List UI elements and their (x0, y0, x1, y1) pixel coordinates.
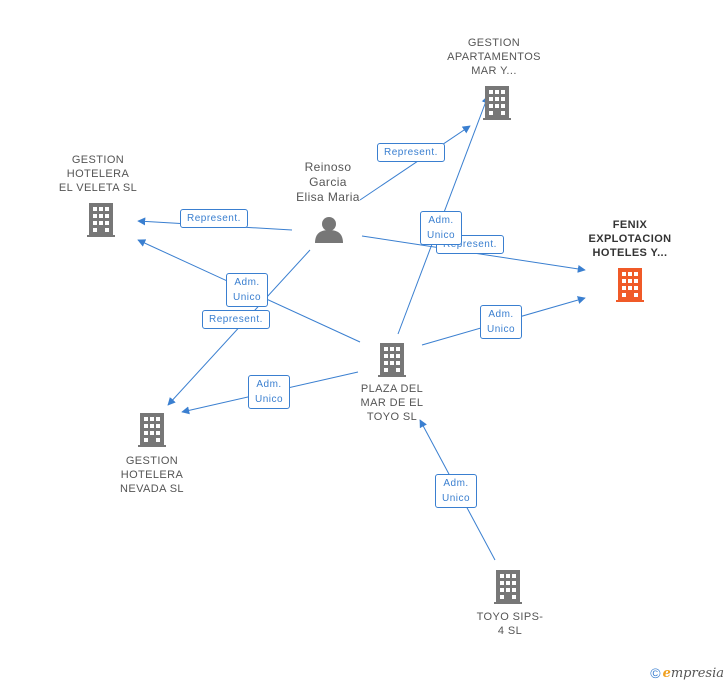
node-gestion-nevada-label[interactable]: GESTION HOTELERA NEVADA SL (120, 455, 184, 495)
building-icon[interactable] (378, 343, 406, 377)
footer-brand: © empresia (650, 665, 724, 681)
edge-label-adm-unico: Adm. Unico (226, 273, 269, 307)
building-icon[interactable] (616, 268, 644, 302)
person-icon[interactable] (315, 217, 343, 243)
building-icon[interactable] (494, 570, 522, 604)
edge-label-adm-unico: Adm. Unico (480, 305, 523, 339)
copyright-symbol: © (650, 665, 661, 681)
edge-label-adm-unico: Adm. Unico (420, 211, 463, 245)
node-plaza-label[interactable]: PLAZA DEL MAR DE EL TOYO SL (360, 383, 424, 423)
node-fenix-label[interactable]: FENIX EXPLOTACION HOTELES Y... (588, 219, 672, 259)
building-icon[interactable] (138, 413, 166, 447)
node-reinoso-label[interactable]: Reinoso Garcia Elisa Maria (296, 160, 360, 204)
edge-label-adm-unico: Adm. Unico (248, 375, 291, 409)
node-gestion-apartamentos-label[interactable]: GESTION APARTAMENTOS MAR Y... (447, 37, 541, 77)
edge-label-represent: Represent. (180, 209, 248, 228)
edge-reinoso-apartamentos (359, 125, 471, 201)
edge-label-represent: Represent. (202, 310, 270, 329)
building-icon[interactable] (87, 203, 115, 237)
building-icon[interactable] (483, 86, 511, 120)
brand-logo: empresia (662, 665, 724, 681)
node-gestion-veleta-label[interactable]: GESTION HOTELERA EL VELETA SL (58, 154, 138, 194)
edge-label-represent: Represent. (377, 143, 445, 162)
edge-label-adm-unico: Adm. Unico (435, 474, 478, 508)
node-toyo-sips-label[interactable]: TOYO SIPS- 4 SL (476, 611, 544, 637)
